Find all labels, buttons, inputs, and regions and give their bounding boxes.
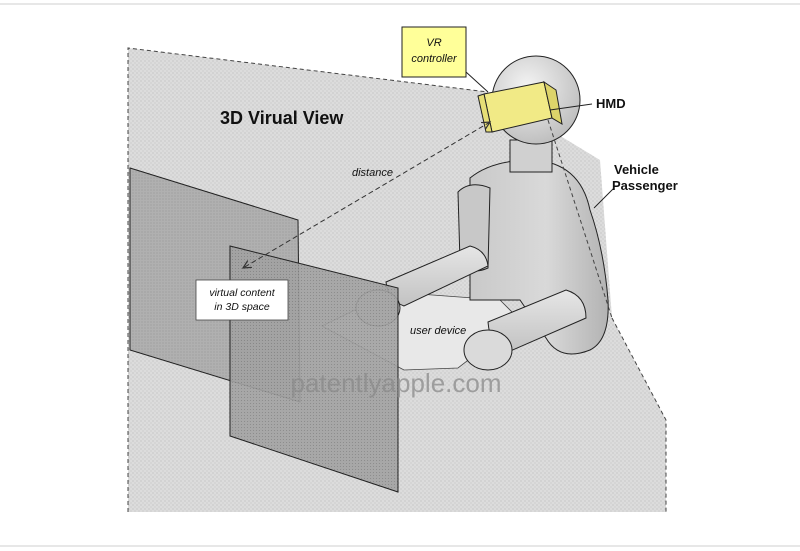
figure-title: 3D Virual View <box>220 108 344 128</box>
virtual-content-label-line2: in 3D space <box>214 301 270 313</box>
background-right-edge <box>611 317 667 512</box>
distance-label: distance <box>352 167 393 179</box>
hmd-headset-side <box>543 80 563 125</box>
passenger-leader <box>593 187 615 209</box>
user-device-label: user device <box>410 325 466 337</box>
vr-controller-leader <box>465 71 489 93</box>
background-dashed-edge <box>127 47 489 512</box>
vr-controller-label-line1: VR <box>426 37 441 49</box>
virtual-content-label-line1: virtual content <box>209 287 275 299</box>
passenger-hand-front <box>463 329 513 371</box>
watermark: patentlyapple.com <box>290 368 501 398</box>
hmd-leader <box>549 103 593 111</box>
hmd-label: HMD <box>596 96 626 111</box>
passenger-neck <box>509 139 553 173</box>
passenger-label-line2: Passenger <box>612 178 678 193</box>
vr-controller-callout <box>401 26 467 78</box>
passenger-label-line1: Vehicle <box>614 162 659 177</box>
virtual-content-callout <box>195 279 289 321</box>
vr-controller-label-line2: controller <box>411 53 458 65</box>
